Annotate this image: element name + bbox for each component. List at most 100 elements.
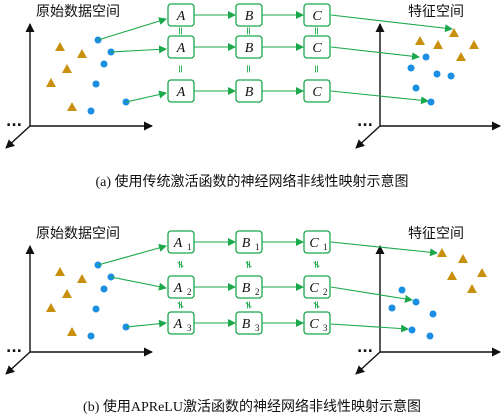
triangle-point bbox=[449, 28, 459, 37]
node-label: B bbox=[245, 41, 254, 56]
triangle-point bbox=[433, 40, 443, 49]
node-label: A bbox=[176, 9, 186, 24]
panel-b-left-axes: ... bbox=[5, 245, 153, 375]
panel-a-right-ellipsis: ... bbox=[357, 114, 373, 130]
node-label: A bbox=[173, 281, 183, 296]
node-label: C bbox=[309, 317, 319, 332]
node-subscript: 1 bbox=[187, 242, 192, 252]
node-label: A bbox=[173, 317, 183, 332]
triangle-point bbox=[77, 274, 87, 283]
panel-a: 原始数据空间 特征空间 ... ... bbox=[5, 3, 501, 190]
node-a-row1: A bbox=[167, 3, 195, 27]
node-label: A bbox=[176, 85, 186, 100]
relation-symbol: ≠ bbox=[174, 300, 187, 309]
circle-point bbox=[398, 286, 406, 294]
triangle-point bbox=[456, 52, 466, 61]
relation-symbol: ≠ bbox=[310, 260, 323, 269]
circle-point bbox=[433, 70, 441, 78]
panel-b-left-label: 原始数据空间 bbox=[36, 226, 120, 242]
node-subscript: 2 bbox=[187, 287, 192, 297]
panel-b-right-ellipsis: ... bbox=[357, 340, 373, 356]
circle-point bbox=[412, 84, 420, 92]
panel-b-right-label: 特征空间 bbox=[408, 226, 464, 242]
panel-a-left-ellipsis: ... bbox=[6, 114, 22, 130]
relation-symbol: ≠ bbox=[242, 260, 255, 269]
triangle-point bbox=[55, 267, 65, 276]
node-subscript: 1 bbox=[255, 242, 260, 252]
node-b-row3: B bbox=[235, 79, 263, 103]
circle-point bbox=[422, 53, 430, 61]
circle-point bbox=[87, 107, 95, 115]
panel-b-mapping-arrows bbox=[97, 241, 438, 333]
relation-symbol: = bbox=[174, 26, 187, 35]
panel-a-caption: (a) 使用传统激活函数的神经网络非线性映射示意图 bbox=[95, 173, 408, 190]
triangle-point bbox=[46, 303, 56, 312]
panel-a-right-points bbox=[407, 28, 479, 106]
node-subscript: 3 bbox=[255, 323, 260, 333]
node-label: A bbox=[173, 236, 183, 251]
node-subscript: 3 bbox=[187, 323, 192, 333]
panel-b-right-axes: ... bbox=[355, 245, 501, 375]
triangle-point bbox=[467, 284, 477, 293]
panel-a-left-label: 原始数据空间 bbox=[36, 4, 120, 20]
panel-b-caption: (b) 使用APReLU激活函数的神经网络非线性映射示意图 bbox=[83, 398, 421, 415]
node-label: B bbox=[245, 85, 254, 100]
triangle-point bbox=[415, 36, 425, 45]
circle-point bbox=[388, 304, 396, 312]
relation-symbol: = bbox=[310, 64, 323, 73]
triangle-point bbox=[62, 289, 72, 298]
node-a-row3: A bbox=[167, 79, 195, 103]
circle-point bbox=[426, 332, 434, 340]
node-subscript: 2 bbox=[255, 287, 260, 297]
triangle-point bbox=[55, 42, 65, 51]
relation-symbol: = bbox=[242, 26, 255, 35]
node-b-row2: B bbox=[235, 35, 263, 59]
node-b-row1: B bbox=[235, 3, 263, 27]
panel-b-left-points bbox=[46, 261, 130, 340]
panel-b-right-points bbox=[388, 248, 487, 340]
node-label: C bbox=[309, 281, 319, 296]
node-label: B bbox=[245, 9, 254, 24]
node-subscript: 2 bbox=[323, 287, 328, 297]
circle-point bbox=[100, 60, 108, 68]
triangle-point bbox=[469, 40, 479, 49]
relation-symbol: = bbox=[242, 64, 255, 73]
node-c-row2: C bbox=[303, 35, 331, 59]
triangle-point bbox=[62, 64, 72, 73]
panel-a-right-axes: ... bbox=[355, 23, 501, 149]
node-label: C bbox=[312, 9, 322, 24]
node-label: A bbox=[176, 41, 186, 56]
panel-a-left-axes: ... bbox=[5, 23, 153, 149]
circle-point bbox=[100, 285, 108, 293]
node-label: B bbox=[242, 281, 251, 296]
panel-b-left-ellipsis: ... bbox=[6, 340, 22, 356]
relation-symbol: ≠ bbox=[174, 260, 187, 269]
triangle-point bbox=[447, 271, 457, 280]
circle-point bbox=[87, 332, 95, 340]
triangle-point bbox=[477, 268, 487, 277]
circle-point bbox=[412, 298, 420, 306]
triangle-point bbox=[77, 49, 87, 58]
relation-symbol: ≠ bbox=[310, 300, 323, 309]
node-subscript: 3 bbox=[323, 323, 328, 333]
node-label: B bbox=[242, 236, 251, 251]
triangle-point bbox=[67, 102, 77, 111]
circle-point bbox=[427, 98, 435, 106]
node-label: C bbox=[312, 85, 322, 100]
node-c-row3: C bbox=[303, 79, 331, 103]
node-subscript: 1 bbox=[323, 242, 328, 252]
panel-a-left-points bbox=[46, 36, 130, 115]
node-label: C bbox=[312, 41, 322, 56]
node-label: C bbox=[309, 236, 319, 251]
circle-point bbox=[92, 80, 100, 88]
node-label: B bbox=[242, 317, 251, 332]
